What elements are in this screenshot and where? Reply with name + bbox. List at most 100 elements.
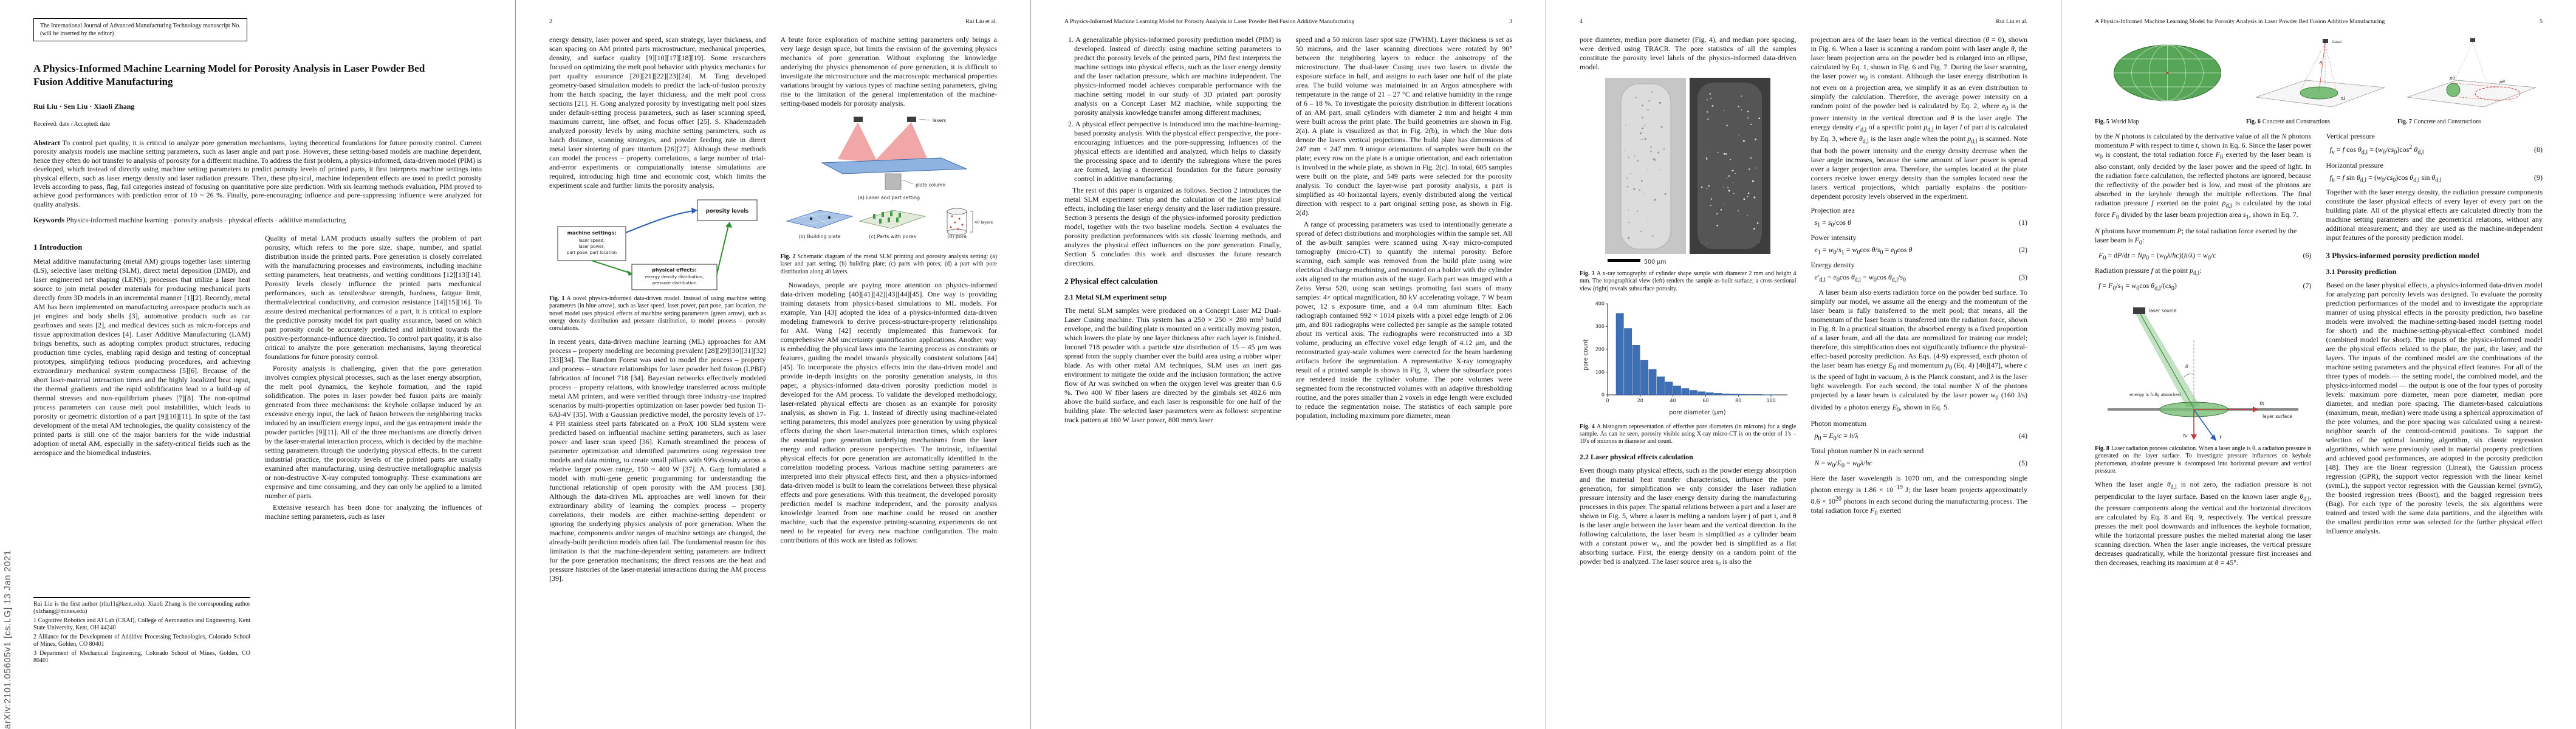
equation-3: e′d,l = e0cos θd,l = w0cos θd,l/s0(3) — [1814, 273, 2028, 284]
abstract: Abstract To control part quality, it is … — [33, 139, 482, 208]
fig6-label-theta: θ — [2320, 61, 2323, 66]
svg-text:80: 80 — [1735, 398, 1741, 403]
running-title: A Physics-Informed Machine Learning Mode… — [1064, 18, 1355, 25]
fig2-sub-b: (b) Building plate — [798, 234, 840, 239]
page1-left-column: 1 Introduction Metal additive manufactur… — [33, 234, 250, 666]
page1-right-column: Quality of metal LAM products usually su… — [265, 234, 482, 666]
fig2-label-plate-column: plate column — [916, 182, 945, 188]
equation-4: p0 = E0/c = h/λ(4) — [1814, 431, 2028, 442]
body-paragraph: A range of processing parameters was use… — [1295, 220, 1513, 420]
body-paragraph: The metal SLM samples were produced on a… — [1064, 306, 1281, 424]
paper-title: A Physics-Informed Machine Learning Mode… — [33, 63, 425, 87]
fig8-label-layer-surface: layer surface — [2263, 414, 2292, 419]
body-paragraph: Metal additive manufacturing (metal AM) … — [33, 257, 250, 457]
footnote-contact: Rui Liu is the first author (rliu11@kent… — [33, 601, 250, 615]
figure-1: machine settings: laser speed, laser pow… — [549, 196, 766, 332]
svg-text:20: 20 — [1637, 398, 1643, 403]
body-paragraph: projection area of the laser beam in the… — [1810, 35, 2028, 200]
fig2-label-lasers: lasers — [933, 118, 946, 123]
svg-text:0: 0 — [1606, 398, 1609, 403]
page-1: arXiv:2101.05605v1 [cs.LG] 13 Jan 2021 T… — [0, 0, 515, 729]
running-head: 4 Rui Liu et al. — [1580, 18, 2027, 26]
equation-5: N = w0/E0 = w0λ/hc(5) — [1814, 459, 2028, 470]
equation-3-label: Energy density — [1810, 261, 1855, 270]
arxiv-stamp: arXiv:2101.05605v1 [cs.LG] 13 Jan 2021 — [2, 550, 13, 729]
fig8-label-theta: θ — [2185, 364, 2188, 369]
body-paragraph: Nowadays, people are paying more attenti… — [780, 280, 998, 544]
fig6-label-s1: s1 — [2341, 96, 2346, 101]
body-paragraph: Here the laser wavelength is 1070 nm, an… — [1810, 473, 2028, 517]
page3-left-column: 1. A generalizable physics-informed poro… — [1064, 35, 1281, 425]
svg-text:laser speed,: laser speed, — [578, 238, 605, 243]
svg-text:0: 0 — [1601, 392, 1605, 397]
section-2-1-heading: 2.1 Metal SLM experiment setup — [1064, 293, 1167, 301]
keywords-label: Keywords — [33, 216, 65, 225]
affiliation-3: 3 Department of Mechanical Engineering, … — [33, 650, 250, 665]
body-paragraph: A laser beam also exerts radiation force… — [1810, 287, 2028, 413]
section-2-heading: 2 Physical effect calculation — [1064, 276, 1158, 286]
fig3-scale-bar — [1608, 259, 1641, 262]
svg-text:400: 400 — [1595, 301, 1605, 306]
footnote-block: Rui Liu is the first author (rliu11@kent… — [33, 597, 250, 666]
fig1-model-diagram: machine settings: laser speed, laser pow… — [557, 199, 758, 290]
equation-4-number: (4) — [2019, 431, 2027, 440]
section-2-2-heading: 2.2 Laser physical effects calculation — [1580, 452, 1693, 461]
manuscript-notice-line2: (will be inserted by the editor) — [40, 30, 114, 37]
body-paragraph: The rest of this paper is organized as f… — [1064, 186, 1281, 267]
histogram-x-label: pore diameter (μm) — [1670, 409, 1726, 416]
page-number: 2 — [549, 18, 552, 25]
page2-left-column: energy density, laser power and speed, s… — [549, 35, 766, 583]
svg-text:laser power,: laser power, — [578, 244, 605, 249]
equation-6: F0 = dP/dt = Np0 = (w0λ/hc)(h/λ) = w0/c(… — [2098, 250, 2312, 262]
svg-text:300: 300 — [1595, 324, 1605, 329]
fig2-label-40-layers: 40 layers — [975, 220, 993, 225]
body-paragraph: Extensive research has been done for ana… — [265, 503, 482, 521]
fig8-label-fh: fh — [2259, 401, 2264, 406]
equation-1-label: Projection area — [1810, 205, 1855, 214]
body-paragraph: pore diameter, median pore diameter (Fig… — [1580, 35, 1797, 71]
received-line: Received: date / Accepted: date — [33, 121, 111, 128]
fig1-box-machine-settings: machine settings: — [567, 230, 616, 236]
page3-right-column: speed and a 50 micron laser spot size (F… — [1296, 35, 1513, 425]
running-authors: Rui Liu et al. — [1996, 18, 2027, 25]
page4-right-column: projection area of the laser beam in the… — [1811, 35, 2028, 566]
histogram-y-label: pore count — [1583, 339, 1589, 370]
body-paragraph: Porosity analysis is challenging, given … — [265, 364, 482, 501]
equation-5-label: Total photon number N in each second — [1810, 447, 1924, 456]
fig8-label-laser-source: laser source — [2149, 308, 2177, 313]
body-paragraph: In recent years, data-driven machine lea… — [549, 337, 766, 583]
equation-7: f = F0/s1 = w0cos θd,l/(cs0)(7) — [2098, 281, 2312, 292]
equation-7-number: (7) — [2303, 281, 2312, 290]
fig1-box-physical-effects: physical effects: — [652, 267, 697, 273]
contribution-item-1: 1. A generalizable physics-informed poro… — [1068, 35, 1281, 117]
fig3-scale-label: 500 μm — [1644, 259, 1666, 265]
running-head: A Physics-Informed Machine Learning Mode… — [2095, 18, 2543, 26]
body-paragraph: by the N photons is calculated by the de… — [2095, 132, 2312, 221]
page4-left-column: pore diameter, median pore diameter (Fig… — [1580, 35, 1797, 566]
keywords-text: Physics-informed machine learning · poro… — [66, 216, 346, 225]
page5-right-column: Vertical pressure fv = f cos θd,l = (w0/… — [2326, 132, 2543, 567]
authors-line: Rui Liu · Sen Liu · Xiaoli Zhang — [33, 102, 135, 111]
page-number: 3 — [1509, 18, 1512, 25]
fig6-laser-projection-diagram: laser θ s1 — [2255, 39, 2385, 108]
svg-text:200: 200 — [1595, 346, 1605, 352]
equation-8-number: (8) — [2534, 145, 2543, 154]
abstract-label: Abstract — [33, 139, 60, 147]
section-3-heading: 3 Physics-informed porosity prediction m… — [2326, 251, 2479, 261]
equation-1: s1 = s0/cos θ(1) — [1814, 217, 2028, 228]
equation-2: e1 = w0/s1 = w0cos θ/s0 = e0cos θ(2) — [1814, 245, 2028, 256]
fig7-point-projection-diagram: p0 pθ — [2406, 38, 2537, 108]
svg-text:60: 60 — [1703, 398, 1709, 403]
page-number: 5 — [2540, 18, 2543, 25]
page-3: A Physics-Informed Machine Learning Mode… — [1030, 0, 1546, 729]
equation-9-number: (9) — [2534, 173, 2543, 182]
equation-6-label: N photons have momentum P; the total rad… — [2095, 227, 2297, 247]
figure-2: lasers plate column (a) Laser and part s… — [781, 114, 997, 276]
